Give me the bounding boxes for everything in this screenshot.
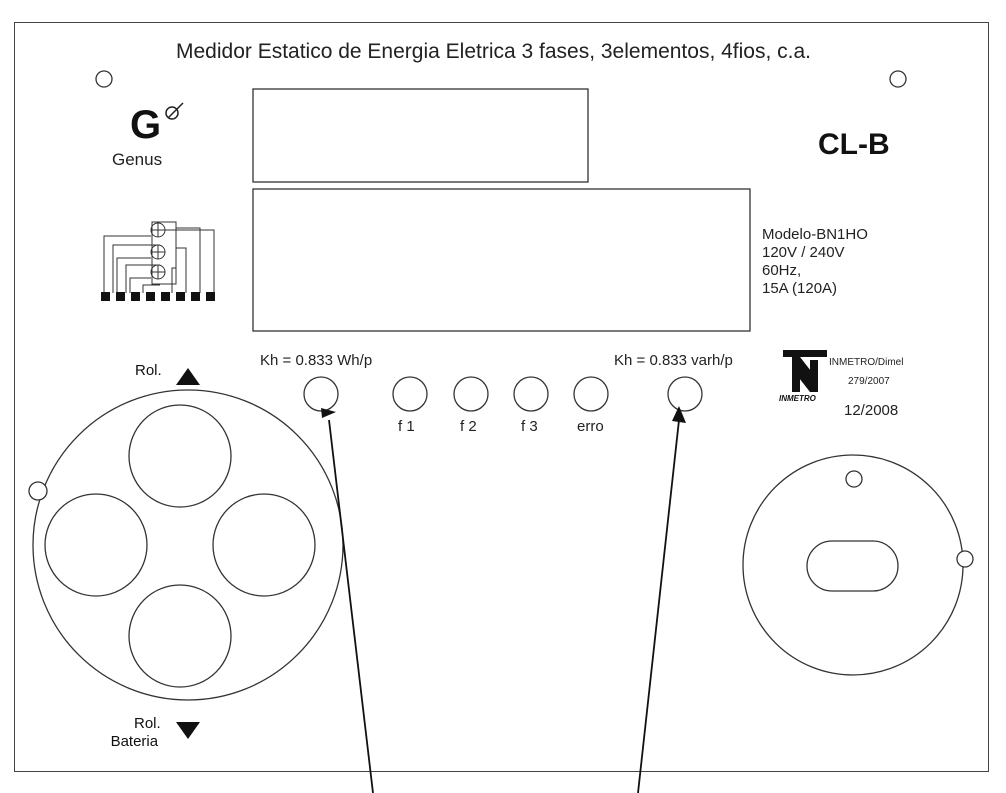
- frequency-line: 60Hz,: [762, 262, 802, 279]
- indicator-label-f1: f 1: [398, 418, 415, 435]
- scroll-down-labels: Rol. Bateria: [111, 715, 161, 751]
- seal-slot: [806, 540, 899, 592]
- battery-label: Bateria: [110, 733, 159, 750]
- genus-logo-mark: [165, 102, 184, 120]
- led-erro: [573, 376, 609, 412]
- mounting-hole-left: [95, 70, 113, 88]
- led-f2: [453, 376, 489, 412]
- meter-faceplate: [14, 22, 989, 772]
- arrow-up-icon: [176, 368, 200, 385]
- button-left[interactable]: [44, 493, 148, 597]
- terminal-block: [101, 292, 215, 301]
- inmetro-logo: [783, 350, 827, 392]
- led-f3: [513, 376, 549, 412]
- genus-logo-word: Genus: [112, 150, 163, 169]
- led-reactive-pulse: [667, 376, 703, 412]
- seal-hole-right: [956, 550, 974, 568]
- pointer-arrows: [328, 419, 680, 793]
- led-active-pulse: [303, 376, 339, 412]
- model-line: Modelo-BN1HO: [762, 226, 868, 243]
- ring-hole: [28, 481, 48, 501]
- display-upper: [252, 88, 589, 183]
- mounting-hole-right: [889, 70, 907, 88]
- inmetro-label: INMETRO/Dimel: [829, 357, 904, 368]
- inmetro-date: 12/2008: [844, 402, 899, 419]
- meter-title: Medidor Estatico de Energia Eletrica 3 f…: [176, 40, 811, 63]
- button-bottom[interactable]: [128, 584, 232, 688]
- indicator-label-erro: erro: [577, 418, 604, 435]
- accuracy-class: CL-B: [818, 128, 890, 161]
- arrow-down-icon: [176, 722, 200, 739]
- display-lower: [252, 188, 751, 332]
- inmetro-logo-word: INMETRO: [779, 394, 816, 403]
- indicator-label-f2: f 2: [460, 418, 477, 435]
- indicator-label-f3: f 3: [521, 418, 538, 435]
- wiring-diagram: [103, 221, 215, 293]
- current-line: 15A (120A): [762, 280, 838, 297]
- pointer-arrowhead-left: [321, 408, 336, 418]
- model-info: Modelo-BN1HO 120V / 240V 60Hz, 15A (120A…: [762, 226, 868, 298]
- scroll-down-label: Rol.: [134, 715, 161, 732]
- led-f1: [392, 376, 428, 412]
- voltage-line: 120V / 240V: [762, 244, 845, 261]
- reactive-constant: Kh = 0.833 varh/p: [614, 352, 733, 369]
- button-right[interactable]: [212, 493, 316, 597]
- scroll-up-label: Rol.: [135, 362, 162, 379]
- inmetro-approval-number: 279/2007: [848, 376, 890, 387]
- button-top[interactable]: [128, 404, 232, 508]
- seal-hole-top: [845, 470, 863, 488]
- active-constant: Kh = 0.833 Wh/p: [260, 352, 373, 369]
- seal-cover: [742, 454, 964, 676]
- genus-logo-letter: G: [130, 103, 162, 147]
- pointer-arrowhead-right: [672, 406, 686, 423]
- button-ring: [32, 389, 344, 701]
